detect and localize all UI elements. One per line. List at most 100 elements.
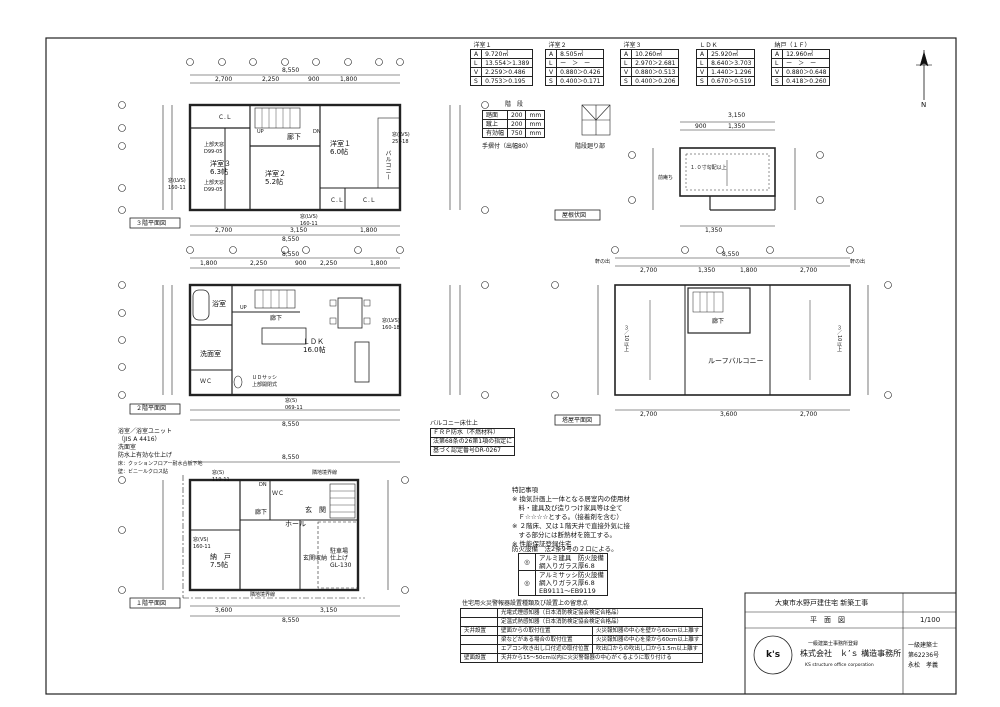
stairs-turn-label: 階段廻り部: [575, 143, 606, 150]
balcony-notes-title: バルコニー床仕上: [430, 420, 478, 427]
dim-1800: 1,800: [340, 76, 358, 83]
company-name: 株式会社 ｋ’ｓ 構造事務所: [800, 649, 902, 658]
room-wc-1f: ＷＣ: [272, 490, 285, 497]
drawing-scale: 1/100: [920, 616, 941, 624]
fire-equipment: 防火設備 法2条9号の２ロによる。 ◎ アルミ建具 防火設備網入りガラス厚6.8…: [512, 545, 618, 596]
plan-3f: [118, 58, 489, 236]
fire-symbol-2: ◎: [518, 570, 536, 596]
roof-slope-right: ３／10以上: [836, 325, 842, 352]
dim-1800-b: 1,800: [360, 227, 378, 234]
area-value: 0.753＞0.195: [481, 76, 534, 86]
dim-1f-3150: 3,150: [320, 607, 338, 614]
room-name: 洋室２: [548, 41, 567, 49]
company-name-en: KS structure office corporation: [805, 663, 874, 668]
room-western-3: 洋室３ 6.3帖: [210, 160, 231, 176]
special-note-1: ※ 換気計画上一体となる居室内の使用材: [512, 495, 630, 503]
special-notes: 特記事項 ※ 換気計画上一体となる居室内の使用材 料・建具及び造りつけ家具等は全…: [512, 486, 630, 549]
area-value: 0.880＞0.648: [782, 67, 831, 77]
area-key: S: [544, 76, 558, 86]
area-value: ー ＞ ー: [556, 58, 605, 68]
room-name: 納戸（１Ｆ）: [774, 41, 811, 49]
room-western-1: 洋室１ 6.0帖: [330, 140, 351, 156]
dim-2f-1800b: 1,800: [370, 260, 388, 267]
roof-balcony-label: ルーフバルコニー: [708, 357, 764, 365]
window-3f-right: 窓(LVS) 25!-18: [392, 132, 410, 145]
kitchen-sash: ＵＤサッシ 上部開閉式: [252, 375, 278, 388]
special-note-1b: 料・建具及び造りつけ家具等は全て: [512, 504, 623, 512]
dim-1f-3600: 3,600: [215, 607, 233, 614]
room-storage-1f: 納 戸 7.5帖: [210, 553, 231, 569]
area-key: L: [544, 58, 558, 68]
area-key: S: [619, 76, 633, 86]
area-value: 1.440＞1.296: [707, 67, 756, 77]
plan-title-3f: ３階平面図: [136, 220, 167, 227]
hall-2f: 廊下: [270, 315, 283, 322]
handrail-note: 手摺付（出幅80）: [482, 143, 532, 150]
bath-notes: 浴室／浴室ユニット （JIS A 4416） 洗面室 防水上有効な仕上げ 床：ク…: [118, 428, 203, 476]
registry-label: 一級建築士事務所登録: [808, 641, 859, 647]
alarm-text: 壁面からの取付位置: [496, 626, 594, 636]
roof-plan: [551, 246, 892, 426]
area-value: 0.880＞0.426: [556, 67, 605, 77]
bath-notes-fin: 防水上有効な仕上げ: [118, 452, 173, 459]
stairs-value: 200: [507, 119, 527, 129]
stairs-title: 階 段: [505, 101, 524, 108]
closet-3f-b: Ｃ.Ｌ: [330, 197, 344, 204]
dim-2700: 2,700: [215, 76, 233, 83]
dim-total-1f-b: 8,550: [282, 617, 300, 624]
dim-roof-2700-b: 2,700: [640, 411, 658, 418]
area-key: V: [770, 67, 784, 77]
plan-title-tower: 塔屋平面図: [562, 417, 593, 424]
project-name: 大東市水野戸建住宅 新築工事: [775, 599, 869, 607]
area-key: V: [619, 67, 633, 77]
boundary-label: 隣地境界線: [250, 592, 276, 598]
alarm-cat: 天井設置: [460, 626, 498, 636]
dim-roof-total: 8,550: [722, 251, 740, 258]
area-key: L: [619, 58, 633, 68]
fire-r2b: 網入りガラス厚6.8: [539, 579, 595, 587]
eave-left: 軒の出: [595, 259, 611, 265]
dim-roof-1350: 1,350: [698, 267, 716, 274]
window-3f-left: 窓(LVS) 160-11: [168, 178, 186, 191]
alarm-text: 吹出口からの吹出し口から1.5m以上離す: [592, 644, 704, 654]
north-compass: [916, 50, 932, 100]
area-value: 9.720㎡: [481, 49, 534, 59]
dim-2f-2250: 2,250: [250, 260, 268, 267]
stairs-value: 750: [507, 128, 527, 138]
dim-2f-900: 900: [295, 260, 307, 267]
alarm-cat: [460, 644, 498, 654]
plan-title-1f: １階平面図: [136, 600, 167, 607]
dim-2250: 2,250: [262, 76, 280, 83]
alarm-text: 梁などがある場合の取付位置: [496, 635, 594, 645]
closet-3f-c: Ｃ.Ｌ: [362, 197, 376, 204]
alarm-cat: [460, 635, 498, 645]
room-name: 洋室３: [623, 41, 642, 49]
area-value: ー ＞ ー: [782, 58, 831, 68]
skylight-2: 上部天窓 D99-05: [204, 180, 225, 193]
stairs-unit: mm: [525, 110, 546, 120]
dim-tower-1350-b: 1,350: [705, 227, 723, 234]
dim-roof-1800: 1,800: [740, 267, 758, 274]
closet-3f-a: Ｃ.Ｌ: [218, 114, 232, 121]
dn-1f: DN: [259, 482, 267, 488]
fire-r2a: アルミサッシ防火設備: [539, 571, 604, 579]
fire-r1b: 網入りガラス厚6.8: [539, 562, 595, 570]
stairs-unit: mm: [525, 119, 546, 129]
stairs-key: 蹴上: [481, 119, 509, 129]
room-name: 洋室１: [473, 41, 492, 49]
special-notes-title: 特記事項: [512, 486, 538, 494]
alarm-text: 火災報知器の中心を壁から60cm以上離す: [592, 626, 704, 636]
alarm-text: 天井から15～50cm以内に火災警報器の中心がくるように取り付ける: [496, 653, 704, 663]
tower-eave: 前庵ち: [658, 175, 674, 181]
area-value: 2.970＞2.681: [631, 58, 680, 68]
room-wash-2f: 洗面室: [200, 350, 221, 358]
dim-2700-b: 2,700: [215, 227, 233, 234]
area-value: 12.960㎡: [782, 49, 831, 59]
balcony-3f: バルコニー: [384, 150, 391, 180]
balcony-notes-l2: 法第68条の26第1項の指定に: [430, 438, 516, 447]
area-key: V: [469, 67, 483, 77]
dim-roof-2700: 2,700: [640, 267, 658, 274]
